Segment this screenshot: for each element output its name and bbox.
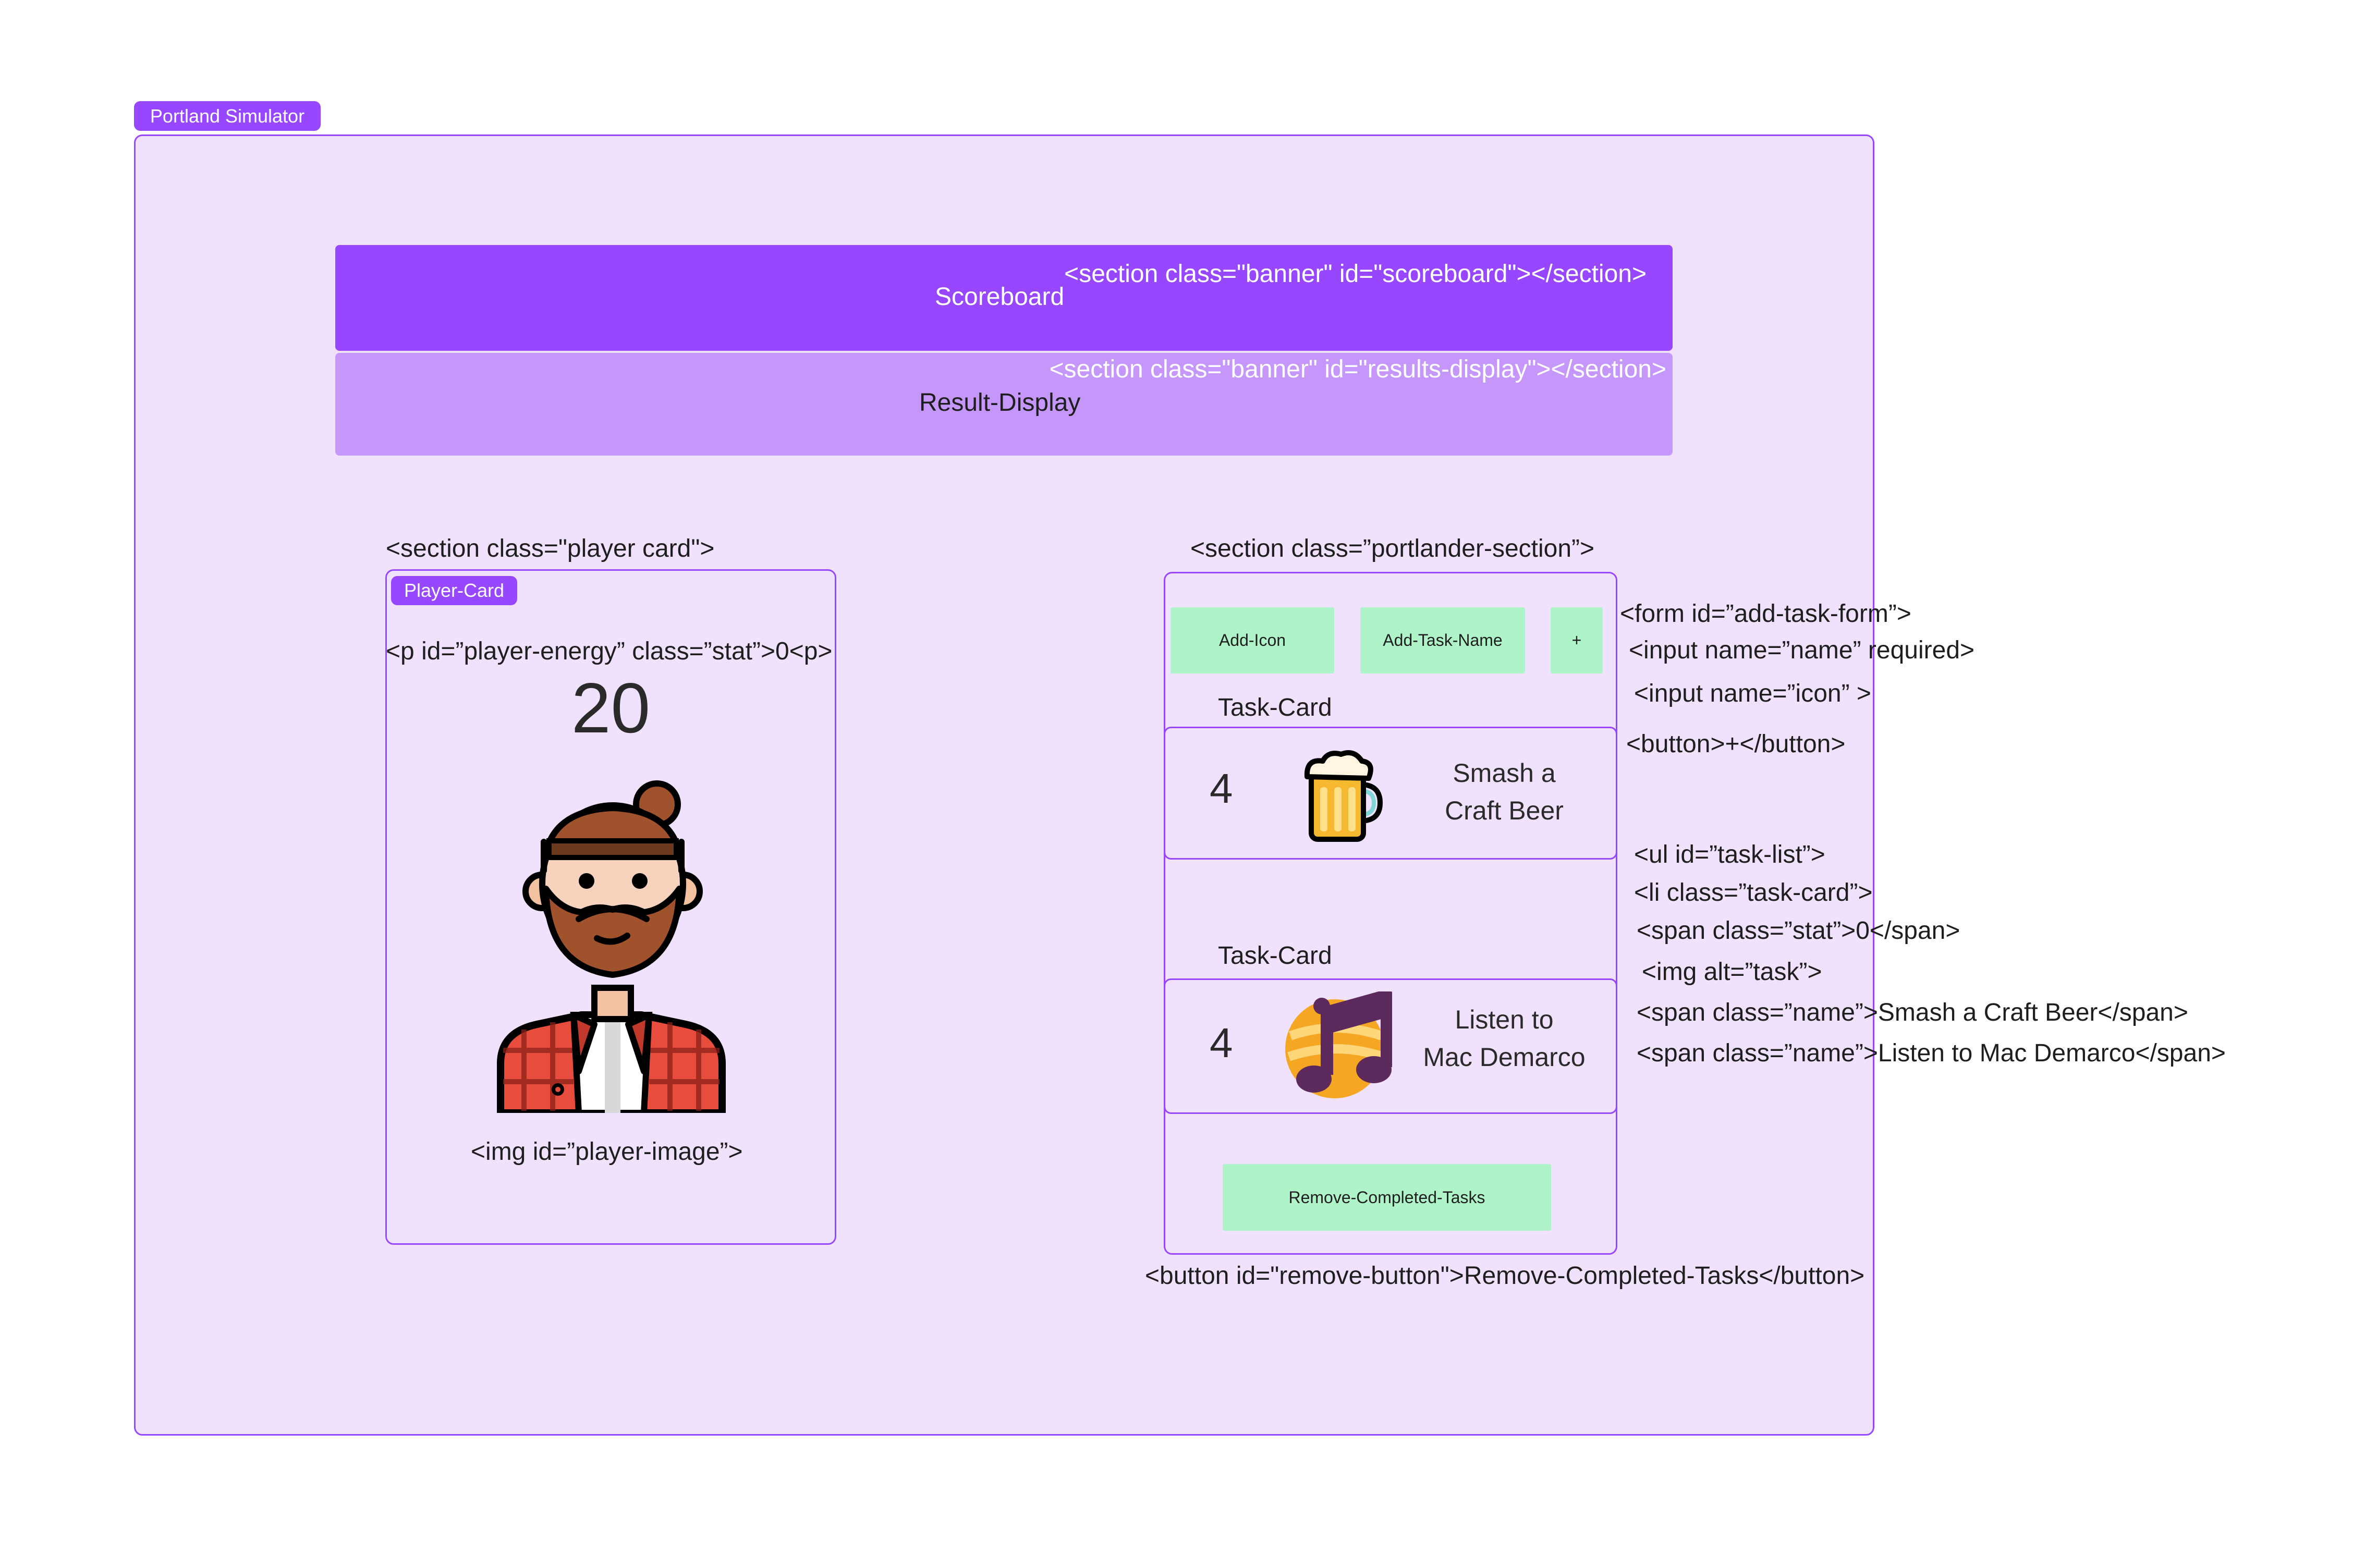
task-name-line-1: Smash a bbox=[1453, 758, 1556, 788]
task-card-label: Task-Card bbox=[1218, 942, 1332, 970]
scoreboard-banner: <section class="banner" id="scoreboard">… bbox=[335, 245, 1673, 351]
player-card bbox=[385, 569, 836, 1245]
portlander-section-code: <section class=”portlander-section”> bbox=[1190, 535, 1595, 562]
add-task-button[interactable]: + bbox=[1551, 607, 1603, 673]
task-stat: 4 bbox=[1210, 765, 1233, 812]
hipster-avatar-icon bbox=[497, 780, 726, 1113]
task-name-line-2: Craft Beer bbox=[1445, 796, 1564, 825]
portlander-section bbox=[1164, 572, 1617, 1255]
task-name-line-2: Mac Demarco bbox=[1423, 1043, 1586, 1072]
remove-button-code: <button id="remove-button">Remove-Comple… bbox=[1145, 1262, 1865, 1290]
task-stat: 4 bbox=[1210, 1020, 1233, 1066]
span-name-annotation-2: <span class=”name”>Listen to Mac Demarco… bbox=[1637, 1039, 2226, 1067]
player-image-code: <img id=”player-image”> bbox=[471, 1138, 743, 1166]
scoreboard-code-label: <section class="banner" id="scoreboard">… bbox=[1064, 260, 1647, 288]
results-code-label: <section class="banner" id="results-disp… bbox=[1049, 356, 1666, 383]
task-card[interactable]: 4 Listen to Mac Demarco bbox=[1164, 978, 1617, 1114]
player-section-code: <section class="player card"> bbox=[386, 535, 715, 562]
player-energy-code: <p id=”player-energy” class=”stat”>0<p> bbox=[386, 638, 833, 665]
music-note-icon bbox=[1285, 991, 1392, 1098]
task-card[interactable]: 4 Smash a Craft Beer bbox=[1164, 727, 1617, 860]
span-name-annotation-1: <span class=”name”>Smash a Craft Beer</s… bbox=[1637, 999, 2188, 1026]
scoreboard-label: Scoreboard bbox=[935, 283, 1065, 311]
ul-annotation: <ul id=”task-list”> bbox=[1634, 841, 1825, 868]
player-energy-value: 20 bbox=[571, 668, 651, 748]
beer-mug-icon bbox=[1304, 750, 1383, 842]
button-annotation: <button>+</button> bbox=[1626, 730, 1846, 758]
add-task-name-input[interactable]: Add-Task-Name bbox=[1360, 607, 1525, 673]
results-display-banner: <section class="banner" id="results-disp… bbox=[335, 353, 1673, 456]
task-card-label: Task-Card bbox=[1218, 694, 1332, 721]
player-card-tag: Player-Card bbox=[391, 576, 517, 605]
portland-simulator-frame bbox=[134, 134, 1874, 1436]
task-name: Listen to Mac Demarco bbox=[1416, 1001, 1593, 1076]
results-label: Result-Display bbox=[919, 389, 1081, 416]
input-icon-annotation: <input name=”icon” > bbox=[1634, 680, 1871, 707]
remove-completed-tasks-button[interactable]: Remove-Completed-Tasks bbox=[1223, 1164, 1551, 1231]
task-name: Smash a Craft Beer bbox=[1436, 754, 1572, 829]
span-stat-annotation: <span class=”stat”>0</span> bbox=[1637, 917, 1960, 945]
img-annotation: <img alt=”task”> bbox=[1642, 958, 1822, 986]
li-annotation: <li class=”task-card”> bbox=[1634, 879, 1873, 906]
frame-title-tag: Portland Simulator bbox=[134, 101, 321, 131]
form-annotation: <form id=”add-task-form”> bbox=[1620, 600, 1911, 628]
add-icon-input[interactable]: Add-Icon bbox=[1171, 607, 1334, 673]
input-name-annotation: <input name=”name” required> bbox=[1629, 636, 1975, 664]
task-name-line-1: Listen to bbox=[1455, 1005, 1554, 1034]
